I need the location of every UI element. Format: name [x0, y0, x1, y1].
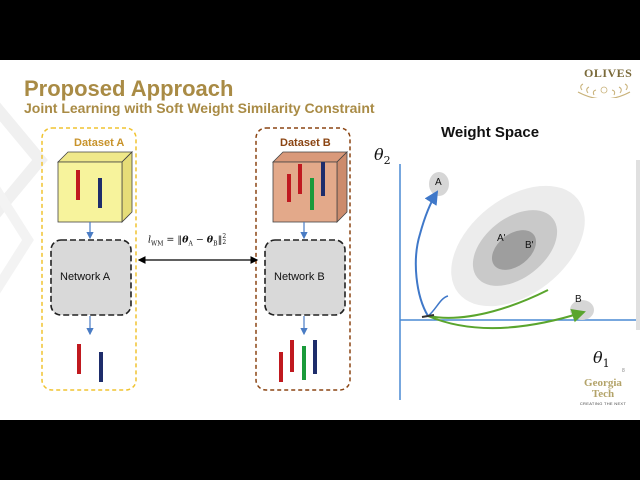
olives-logo-text: OLIVES: [584, 66, 633, 80]
point-a-prime-label: A': [497, 233, 506, 244]
point-b-prime-label: B': [525, 240, 534, 251]
slide-title: Proposed Approach: [24, 76, 234, 101]
chevron-decoration: [0, 102, 48, 294]
dataset-a-container: [41, 127, 137, 391]
gt-tagline: CREATING THE NEXT: [579, 401, 627, 406]
network-a-label: Network A: [60, 271, 111, 283]
dataset-b-label: Dataset B: [280, 137, 331, 149]
gt-line1: Georgia: [584, 377, 622, 389]
point-b-label: B: [575, 294, 582, 305]
dataset-b-container: [255, 127, 351, 391]
network-b-label: Network B: [274, 271, 325, 283]
theta-2-axis-label: θ2: [374, 145, 391, 168]
slide-subtitle: Joint Learning with Soft Weight Similari…: [24, 100, 375, 116]
weight-space-title: Weight Space: [441, 124, 540, 141]
gt-line2: Tech: [591, 388, 615, 400]
page-number: 8: [622, 368, 625, 374]
network-a-box: [50, 239, 132, 316]
point-a-label: A: [435, 177, 442, 188]
slide: Proposed Approach Joint Learning with So…: [0, 60, 640, 420]
dataset-b-cube: [272, 151, 348, 223]
georgia-tech-logo: Georgia Tech CREATING THE NEXT: [577, 377, 629, 407]
olives-logo: [577, 83, 631, 98]
weight-space-plot: [399, 164, 640, 400]
optimum-a: [429, 172, 449, 196]
theta-1-axis-label: θ1: [593, 348, 610, 371]
approach-diagram: [41, 127, 640, 400]
dataset-a-cube: [57, 151, 133, 223]
dataset-a-label: Dataset A: [74, 137, 125, 149]
network-b-outputs: [279, 340, 317, 382]
optimum-b: [570, 300, 594, 320]
network-a-outputs: [77, 344, 103, 382]
network-b-box: [264, 239, 346, 316]
